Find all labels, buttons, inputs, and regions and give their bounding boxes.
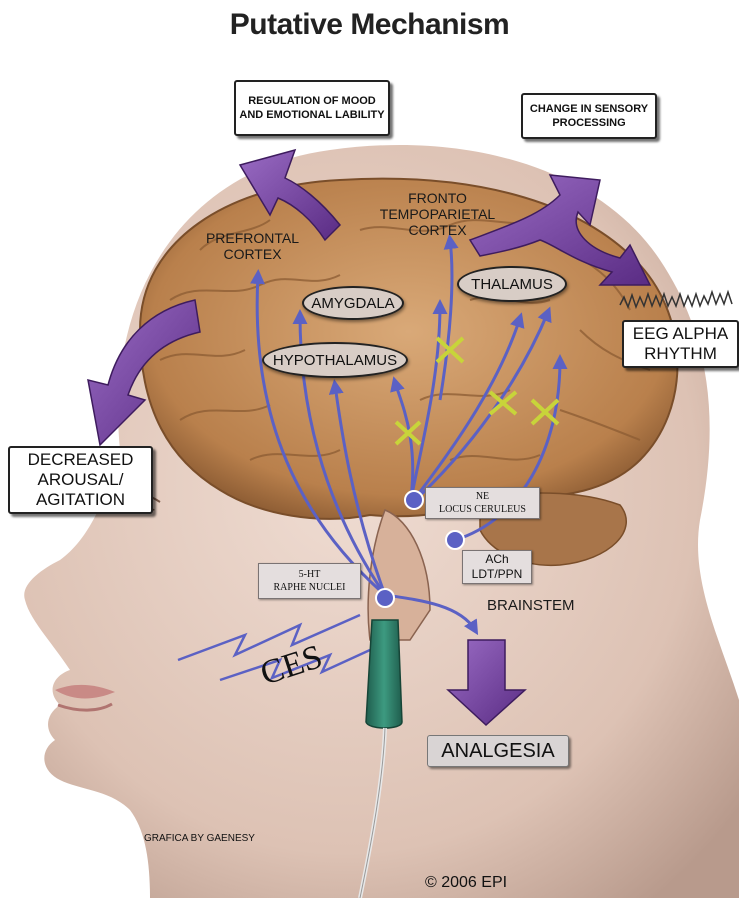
ach-nucleus-label: ACh LDT/PPN: [462, 550, 532, 584]
mood-box: REGULATION OF MOOD AND EMOTIONAL LABILIT…: [234, 80, 390, 136]
ach-line2: LDT/PPN: [472, 567, 523, 582]
artist-credit: GRAFICA BY GAENESY: [144, 833, 255, 844]
thalamus-oval: THALAMUS: [457, 266, 567, 302]
fronto-label: FRONTO TEMPOPARIETAL CORTEX: [375, 190, 500, 238]
ht-line1: 5-HT: [299, 568, 321, 581]
raphe-nucleus-dot: [376, 589, 394, 607]
copyright: © 2006 EPI: [425, 874, 507, 892]
arousal-box: DECREASED AROUSAL/ AGITATION: [8, 446, 153, 514]
5ht-nucleus-label: 5-HT RAPHE NUCLEI: [258, 563, 361, 599]
prefrontal-label: PREFRONTAL CORTEX: [200, 230, 305, 262]
ach-line1: ACh: [485, 552, 508, 567]
brainstem-label: BRAINSTEM: [487, 598, 607, 614]
eeg-box: EEG ALPHA RHYTHM: [622, 320, 739, 368]
amygdala-oval: AMYGDALA: [302, 286, 404, 320]
ne-line2: LOCUS CERULEUS: [439, 503, 526, 516]
analgesia-box: ANALGESIA: [427, 735, 569, 767]
page-title: Putative Mechanism: [0, 8, 739, 42]
hypothalamus-oval: HYPOTHALAMUS: [262, 342, 408, 378]
locus-ceruleus-dot: [405, 491, 423, 509]
sensory-box: CHANGE IN SENSORY PROCESSING: [521, 93, 657, 139]
ht-line2: RAPHE NUCLEI: [274, 581, 346, 594]
ne-line1: NE: [476, 490, 489, 503]
ne-nucleus-label: NE LOCUS CERULEUS: [425, 487, 540, 519]
ldt-ppn-dot: [446, 531, 464, 549]
electrode: [366, 620, 402, 728]
